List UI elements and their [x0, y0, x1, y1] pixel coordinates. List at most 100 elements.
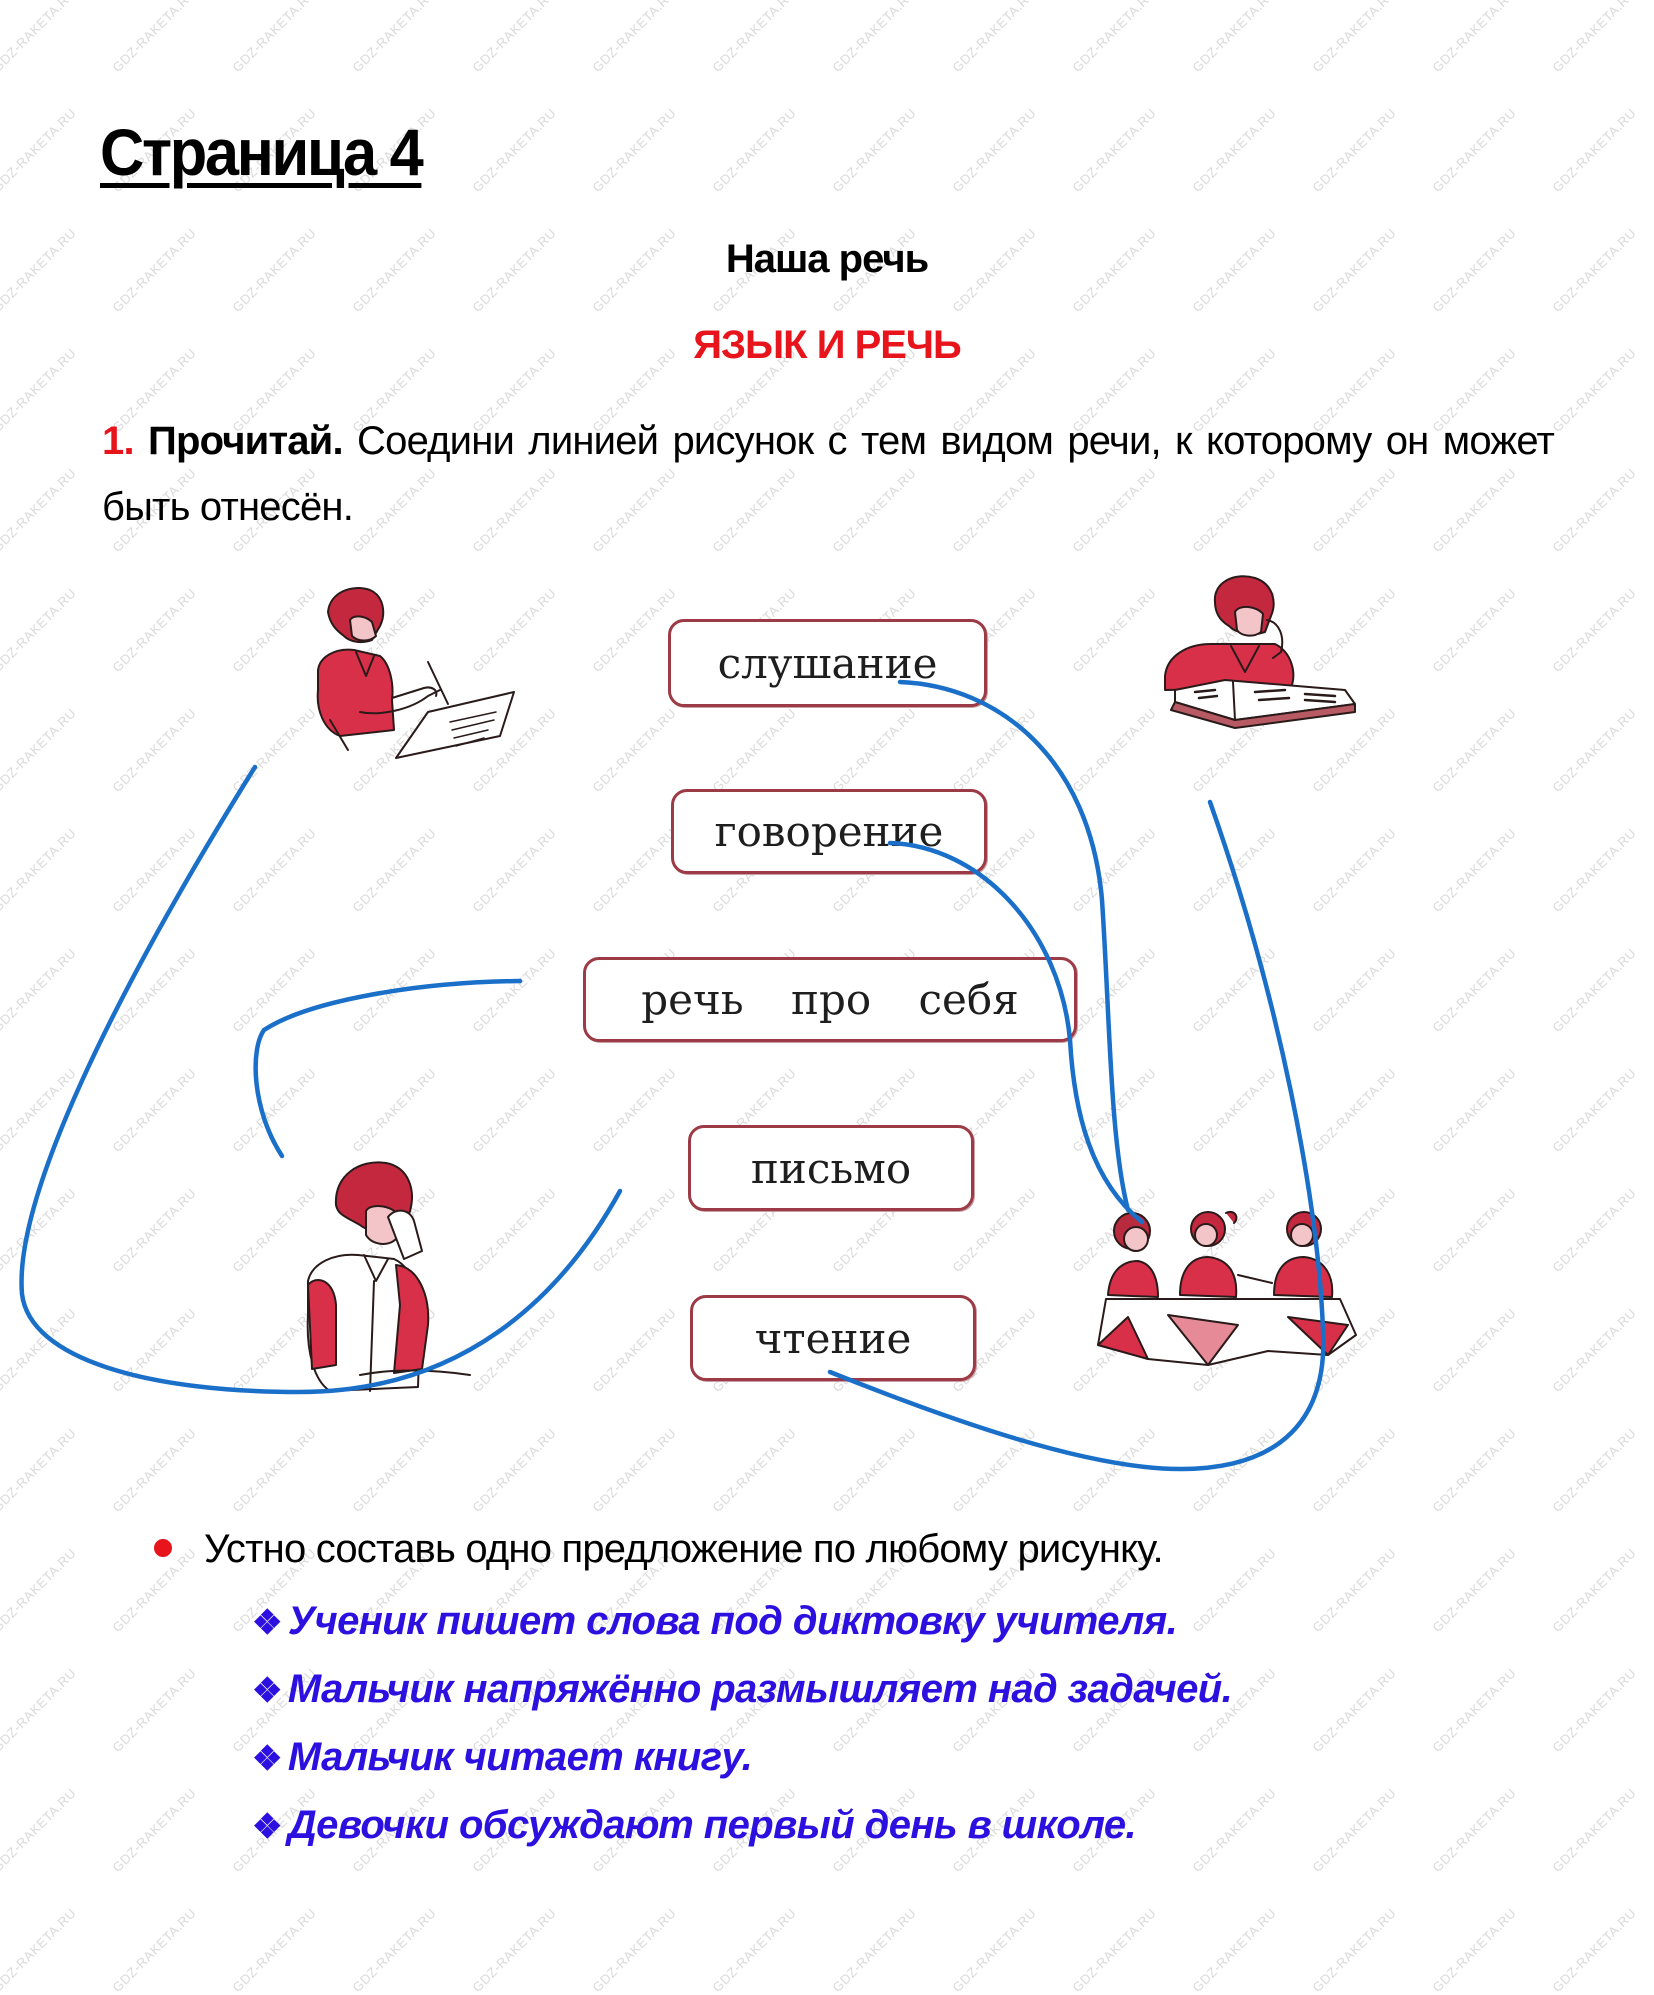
- watermark-text: GDZ-RAKETA.RU: [0, 1545, 79, 1635]
- speech-type-label: слушание: [717, 638, 938, 688]
- watermark-text: GDZ-RAKETA.RU: [1189, 1425, 1279, 1515]
- watermark-text: GDZ-RAKETA.RU: [1309, 1545, 1399, 1635]
- oral-task: Устно составь одно предложение по любому…: [150, 1522, 1164, 1576]
- answer-text: Мальчик напряжённо размышляет над задаче…: [287, 1667, 1233, 1711]
- watermark-text: GDZ-RAKETA.RU: [1549, 0, 1639, 75]
- watermark-text: GDZ-RAKETA.RU: [949, 0, 1039, 75]
- watermark-text: GDZ-RAKETA.RU: [829, 1905, 919, 1995]
- watermark-text: GDZ-RAKETA.RU: [1189, 1065, 1279, 1155]
- answer-text: Ученик пишет слова под диктовку учителя.: [287, 1599, 1178, 1643]
- watermark-text: GDZ-RAKETA.RU: [1429, 825, 1519, 915]
- watermark-text: GDZ-RAKETA.RU: [1429, 0, 1519, 75]
- watermark-text: GDZ-RAKETA.RU: [1069, 105, 1159, 195]
- speech-type-listening[interactable]: слушание: [668, 619, 987, 707]
- watermark-text: GDZ-RAKETA.RU: [349, 825, 439, 915]
- speech-type-inner-speech[interactable]: речь про себя: [583, 957, 1077, 1042]
- watermark-text: GDZ-RAKETA.RU: [589, 1305, 679, 1395]
- watermark-text: GDZ-RAKETA.RU: [109, 705, 199, 795]
- answer-text: Девочки обсуждают первый день в школе.: [287, 1803, 1137, 1847]
- watermark-text: GDZ-RAKETA.RU: [1429, 105, 1519, 195]
- girls-talking-illustration[interactable]: [1088, 1205, 1360, 1375]
- watermark-text: GDZ-RAKETA.RU: [1549, 465, 1639, 555]
- oral-task-text: Устно составь одно предложение по любому…: [204, 1527, 1164, 1571]
- boy-thinking-illustration[interactable]: [300, 1155, 490, 1400]
- watermark-text: GDZ-RAKETA.RU: [1189, 105, 1279, 195]
- watermark-text: GDZ-RAKETA.RU: [1549, 1905, 1639, 1995]
- diamond-bullet-icon: ❖: [252, 1740, 282, 1778]
- watermark-text: GDZ-RAKETA.RU: [589, 825, 679, 915]
- watermark-text: GDZ-RAKETA.RU: [1069, 1065, 1159, 1155]
- watermark-text: GDZ-RAKETA.RU: [109, 585, 199, 675]
- watermark-text: GDZ-RAKETA.RU: [1429, 1785, 1519, 1875]
- watermark-text: GDZ-RAKETA.RU: [709, 1905, 799, 1995]
- watermark-text: GDZ-RAKETA.RU: [709, 0, 799, 75]
- watermark-text: GDZ-RAKETA.RU: [0, 825, 79, 915]
- watermark-text: GDZ-RAKETA.RU: [1429, 1185, 1519, 1275]
- watermark-text: GDZ-RAKETA.RU: [0, 1425, 79, 1515]
- boy-writing-illustration[interactable]: [300, 580, 520, 760]
- watermark-text: GDZ-RAKETA.RU: [229, 0, 319, 75]
- watermark-text: GDZ-RAKETA.RU: [349, 945, 439, 1035]
- watermark-text: GDZ-RAKETA.RU: [109, 1065, 199, 1155]
- watermark-text: GDZ-RAKETA.RU: [1549, 105, 1639, 195]
- speech-type-speaking[interactable]: говорение: [671, 789, 987, 874]
- boy-reading-illustration[interactable]: [1155, 572, 1360, 732]
- speech-type-reading[interactable]: чтение: [690, 1295, 976, 1381]
- watermark-text: GDZ-RAKETA.RU: [1069, 1905, 1159, 1995]
- watermark-text: GDZ-RAKETA.RU: [1429, 1545, 1519, 1635]
- watermark-text: GDZ-RAKETA.RU: [469, 105, 559, 195]
- watermark-text: GDZ-RAKETA.RU: [469, 1905, 559, 1995]
- watermark-text: GDZ-RAKETA.RU: [229, 945, 319, 1035]
- watermark-text: GDZ-RAKETA.RU: [1429, 1065, 1519, 1155]
- answer-item: ❖Девочки обсуждают первый день в школе.: [252, 1792, 1232, 1860]
- watermark-text: GDZ-RAKETA.RU: [0, 1905, 79, 1995]
- watermark-text: GDZ-RAKETA.RU: [109, 1185, 199, 1275]
- watermark-text: GDZ-RAKETA.RU: [1549, 585, 1639, 675]
- speech-type-label: письмо: [750, 1143, 912, 1193]
- watermark-text: GDZ-RAKETA.RU: [109, 0, 199, 75]
- task-text: Соедини линией рисунок с тем видом речи,…: [102, 419, 1555, 529]
- watermark-text: GDZ-RAKETA.RU: [109, 825, 199, 915]
- watermark-text: GDZ-RAKETA.RU: [1069, 1425, 1159, 1515]
- watermark-text: GDZ-RAKETA.RU: [109, 1905, 199, 1995]
- watermark-text: GDZ-RAKETA.RU: [1189, 825, 1279, 915]
- watermark-text: GDZ-RAKETA.RU: [589, 1185, 679, 1275]
- watermark-text: GDZ-RAKETA.RU: [469, 0, 559, 75]
- watermark-text: GDZ-RAKETA.RU: [1549, 945, 1639, 1035]
- watermark-text: GDZ-RAKETA.RU: [1549, 1425, 1639, 1515]
- watermark-text: GDZ-RAKETA.RU: [949, 105, 1039, 195]
- watermark-text: GDZ-RAKETA.RU: [1309, 1425, 1399, 1515]
- watermark-text: GDZ-RAKETA.RU: [109, 945, 199, 1035]
- watermark-text: GDZ-RAKETA.RU: [0, 1065, 79, 1155]
- watermark-text: GDZ-RAKETA.RU: [589, 0, 679, 75]
- watermark-text: GDZ-RAKETA.RU: [949, 705, 1039, 795]
- answers-list: ❖ Ученик пишет слова под диктовку учителя…: [252, 1588, 1233, 1860]
- watermark-text: GDZ-RAKETA.RU: [1189, 1905, 1279, 1995]
- diamond-bullet-icon: ❖: [252, 1808, 282, 1846]
- watermark-text: GDZ-RAKETA.RU: [709, 105, 799, 195]
- watermark-text: GDZ-RAKETA.RU: [1309, 945, 1399, 1035]
- watermark-text: GDZ-RAKETA.RU: [1429, 705, 1519, 795]
- watermark-text: GDZ-RAKETA.RU: [1309, 1905, 1399, 1995]
- watermark-text: GDZ-RAKETA.RU: [469, 1425, 559, 1515]
- watermark-text: GDZ-RAKETA.RU: [1069, 705, 1159, 795]
- watermark-text: GDZ-RAKETA.RU: [1549, 1185, 1639, 1275]
- watermark-text: GDZ-RAKETA.RU: [589, 585, 679, 675]
- watermark-text: GDZ-RAKETA.RU: [1189, 0, 1279, 75]
- watermark-text: GDZ-RAKETA.RU: [709, 1425, 799, 1515]
- watermark-text: GDZ-RAKETA.RU: [589, 1905, 679, 1995]
- watermark-text: GDZ-RAKETA.RU: [0, 1305, 79, 1395]
- answer-text: Мальчик читает книгу.: [287, 1735, 753, 1779]
- watermark-text: GDZ-RAKETA.RU: [1069, 0, 1159, 75]
- watermark-text: GDZ-RAKETA.RU: [0, 705, 79, 795]
- watermark-text: GDZ-RAKETA.RU: [0, 1785, 79, 1875]
- watermark-text: GDZ-RAKETA.RU: [1549, 825, 1639, 915]
- speech-type-label: чтение: [754, 1313, 912, 1363]
- watermark-text: GDZ-RAKETA.RU: [109, 1425, 199, 1515]
- watermark-text: GDZ-RAKETA.RU: [589, 705, 679, 795]
- watermark-text: GDZ-RAKETA.RU: [0, 585, 79, 675]
- speech-type-writing[interactable]: письмо: [688, 1125, 974, 1211]
- watermark-text: GDZ-RAKETA.RU: [349, 0, 439, 75]
- watermark-text: GDZ-RAKETA.RU: [1069, 825, 1159, 915]
- watermark-text: GDZ-RAKETA.RU: [1309, 1785, 1399, 1875]
